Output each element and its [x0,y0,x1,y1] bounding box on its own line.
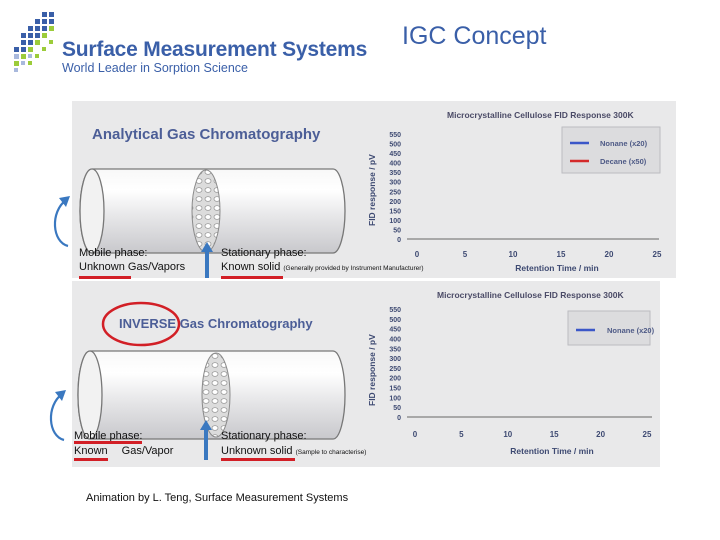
curved-arrow-icon [53,196,70,248]
highlight-underline [74,458,108,461]
y-tick-label: 550 [389,132,401,139]
inverse-gc-panel: INVERSE Gas Chromatography Microcrystall… [72,281,660,467]
legend-label-decane: Decane (x50) [600,157,647,166]
curved-arrow-icon [49,390,66,442]
brand-name: Surface Measurement Systems [62,38,368,61]
legend-label-nonane: Nonane (x20) [607,326,655,335]
x-tick-label: 25 [643,430,652,439]
y-tick-label: 300 [389,356,401,363]
chart-title: Microcrystalline Cellulose FID Response … [437,290,624,300]
fid-response-chart-top: Microcrystalline Cellulose FID Response … [367,110,662,273]
column-tube-diagram [79,168,346,254]
y-tick-label: 100 [389,395,401,402]
mobile-phase-value: Known [74,445,108,457]
y-tick-label: 450 [389,151,401,158]
panel-heading: Analytical Gas Chromatography [92,126,321,143]
mobile-phase-label: Mobile phase: [74,430,143,442]
stationary-phase-label: Stationary phase: [221,430,307,442]
logo-icon [14,12,54,72]
mobile-phase-value: Unknown Gas/Vapors [79,261,186,273]
mobile-phase-label: Mobile phase: [79,247,148,259]
x-tick-label: 15 [557,250,566,259]
legend-label-nonane: Nonane (x20) [600,139,648,148]
chart-title: Microcrystalline Cellulose FID Response … [447,110,634,120]
y-tick-label: 400 [389,161,401,168]
x-tick-label: 10 [509,250,518,259]
y-tick-label: 500 [389,142,401,149]
up-arrow-icon [200,420,212,460]
y-tick-label: 50 [393,227,401,234]
y-tick-label: 0 [397,415,401,422]
chart-legend: Nonane (x20) [567,310,655,346]
x-tick-label: 0 [413,430,418,439]
stationary-phase-value: Known solid [221,261,281,273]
y-tick-label: 350 [389,346,401,353]
stationary-phase-label: Stationary phase: [221,247,307,259]
slide-title: IGC Concept [402,22,547,50]
brand-tagline: World Leader in Sorption Science [62,61,248,75]
y-tick-label: 150 [389,386,401,393]
y-tick-label: 150 [389,208,401,215]
highlight-underline [79,276,131,279]
y-tick-label: 50 [393,405,401,412]
x-tick-label: 0 [415,250,420,259]
y-tick-label: 250 [389,189,401,196]
stationary-phase-plug [201,352,231,438]
y-tick-label: 400 [389,336,401,343]
x-tick-label: 15 [550,430,559,439]
x-tick-label: 10 [503,430,512,439]
fid-response-chart-bottom: Microcrystalline Cellulose FID Response … [367,290,655,456]
y-tick-label: 200 [389,199,401,206]
x-axis-label: Retention Time / min [515,263,598,273]
stationary-phase-note: (Sample to characterise) [295,449,367,456]
highlight-underline [221,276,283,279]
highlight-underline [221,458,295,461]
column-tube-diagram [77,350,346,440]
highlight-circle [101,301,181,347]
panel-heading: Gas Chromatography [176,316,313,331]
inverse-word: INVERSE [119,316,177,331]
y-tick-label: 550 [389,307,401,314]
x-tick-label: 5 [459,430,464,439]
chart-legend: Nonane (x20) Decane (x50) [561,126,661,174]
y-tick-label: 500 [389,317,401,324]
y-tick-label: 300 [389,180,401,187]
y-tick-label: 450 [389,327,401,334]
x-tick-label: 25 [653,250,662,259]
y-axis-label: FID response / pV [367,334,377,406]
x-axis-label: Retention Time / min [510,446,593,456]
stationary-phase-note: (Generally provided by Instrument Manufa… [283,265,424,272]
highlight-underline [74,441,142,444]
y-tick-label: 250 [389,366,401,373]
x-tick-label: 20 [596,430,605,439]
y-axis-label: FID response / pV [367,154,377,226]
footer-credit: Animation by L. Teng, Surface Measuremen… [86,492,349,504]
up-arrow-icon [201,242,213,278]
y-tick-label: 0 [397,237,401,244]
x-tick-label: 20 [605,250,614,259]
mobile-phase-value-suffix: Gas/Vapor [121,445,174,457]
stationary-phase-value: Unknown solid [221,445,293,457]
y-tick-label: 200 [389,376,401,383]
y-tick-label: 100 [389,218,401,225]
y-tick-label: 350 [389,170,401,177]
analytical-gc-panel: Analytical Gas Chromatography Microcryst… [72,101,676,278]
x-tick-label: 5 [463,250,468,259]
